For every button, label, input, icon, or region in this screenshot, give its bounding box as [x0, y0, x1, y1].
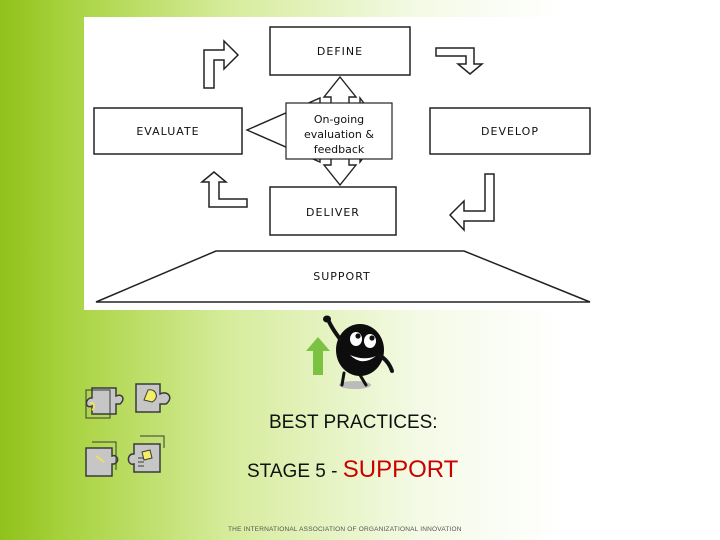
mascot-character-icon [323, 315, 394, 389]
footer-organization: THE INTERNATIONAL ASSOCIATION OF ORGANIZ… [228, 526, 462, 533]
center-box [285, 102, 393, 160]
deliver-label: DELIVER [306, 206, 360, 219]
top-left-arrow-icon [203, 39, 240, 89]
mascot-illustration [300, 315, 400, 395]
puzzle-piece-bottom-left-icon [85, 441, 119, 477]
bottom-right-arrow-icon [448, 173, 495, 232]
support-label: SUPPORT [313, 270, 371, 283]
evaluate-box [93, 107, 243, 155]
center-line-1: On-going [314, 113, 364, 126]
best-practices-heading: BEST PRACTICES: [269, 412, 438, 433]
define-box [269, 26, 411, 76]
stage-number: STAGE 5 [247, 461, 326, 482]
develop-label: DEVELOP [481, 125, 539, 138]
deliver-box [269, 186, 397, 236]
process-diagram: DEFINE EVALUATE DEVELOP DELIVER On-going… [84, 17, 600, 310]
center-line-2: evaluation & [304, 128, 374, 141]
puzzle-pieces-graphic [82, 378, 182, 484]
puzzle-piece-bottom-right-icon [127, 435, 165, 473]
define-label: DEFINE [317, 45, 363, 58]
stage-separator: - [325, 461, 343, 482]
develop-box [429, 107, 591, 155]
green-up-arrow-icon [306, 337, 330, 375]
stage-name: SUPPORT [342, 456, 459, 483]
center-line-3: feedback [314, 143, 365, 156]
stage-heading: STAGE 5 - SUPPORT [247, 456, 458, 484]
puzzle-piece-top-left-icon [85, 387, 124, 419]
puzzle-piece-top-right-icon [135, 383, 171, 413]
bottom-left-arrow-shape [199, 171, 248, 208]
support-platform [95, 250, 591, 303]
evaluate-label: EVALUATE [136, 125, 199, 138]
top-right-arrow-icon [435, 47, 485, 75]
